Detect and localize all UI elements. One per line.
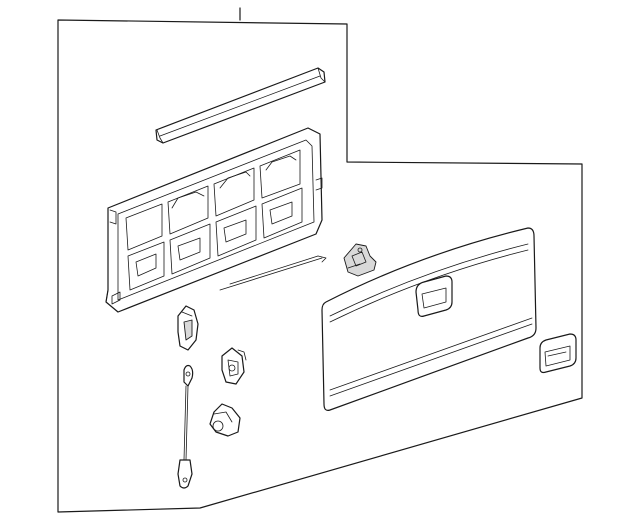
top-cap [155, 67, 326, 144]
camera-bezel [539, 333, 577, 374]
latch-rod [219, 255, 327, 291]
frame-border [57, 7, 583, 513]
outer-shell [321, 227, 537, 411]
striker-bracket [221, 347, 247, 385]
inner-panel [105, 127, 323, 313]
panel-upper-cells [125, 149, 301, 251]
latch [209, 403, 241, 437]
hinge-bracket [177, 305, 199, 351]
handle-pocket [343, 243, 377, 277]
panel-lower-cells [127, 187, 303, 291]
support-cable [177, 364, 194, 489]
